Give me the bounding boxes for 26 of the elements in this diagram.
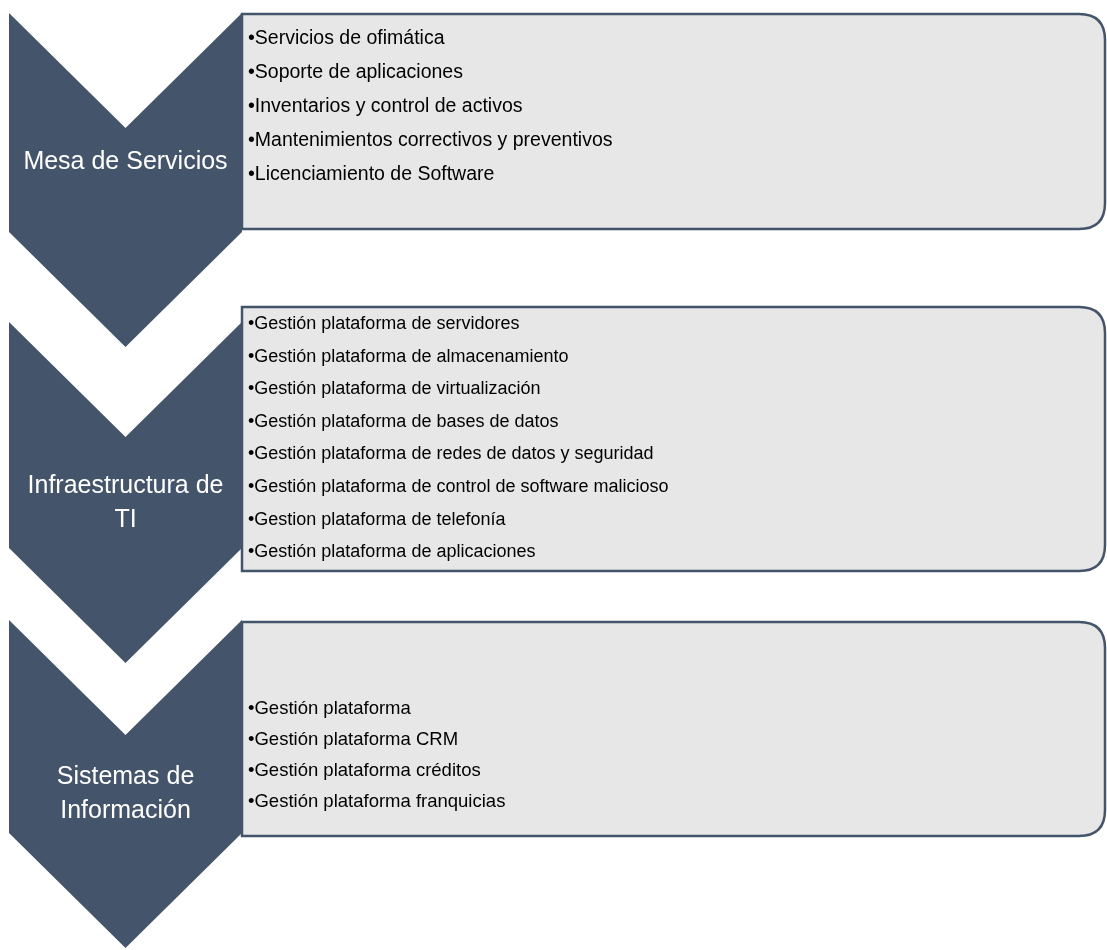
list-item: •Gestión plataforma créditos <box>248 758 481 782</box>
list-item: •Gestión plataforma de bases de datos <box>248 409 559 433</box>
list-item: •Inventarios y control de activos <box>248 93 523 118</box>
list-item: •Licenciamiento de Software <box>248 161 495 186</box>
list-item: •Gestión plataforma de redes de datos y seguridad <box>248 442 654 466</box>
category-label: Sistemas de Información <box>55 760 196 825</box>
list-item: •Gestión plataforma <box>248 696 411 720</box>
list-item: •Gestión plataforma franquicias <box>248 789 506 813</box>
category-label: Mesa de Servicios <box>22 145 229 176</box>
category-label: Infraestructura de TI <box>26 469 225 534</box>
list-item: •Gestión plataforma de control de software malicioso <box>248 474 669 498</box>
list-panel <box>242 14 1105 229</box>
list-item: •Soporte de aplicaciones <box>248 59 463 84</box>
list-panel <box>242 307 1105 571</box>
chevron-shape <box>9 13 242 347</box>
list-item: •Gestion plataforma de telefonía <box>248 507 506 531</box>
list-item: •Gestión plataforma CRM <box>248 727 459 751</box>
list-item: •Servicios de ofimática <box>248 25 445 50</box>
list-item: •Mantenimientos correctivos y preventivos <box>248 127 613 152</box>
list-item: •Gestión plataforma de almacenamiento <box>248 344 569 368</box>
chevron-shape <box>9 322 242 663</box>
list-item: •Gestión plataforma de virtualización <box>248 377 541 401</box>
list-panel <box>242 622 1105 836</box>
chevron-shape <box>9 620 242 948</box>
list-item: •Gestión plataforma de aplicaciones <box>248 540 536 564</box>
list-item: •Gestión plataforma de servidores <box>248 312 520 335</box>
